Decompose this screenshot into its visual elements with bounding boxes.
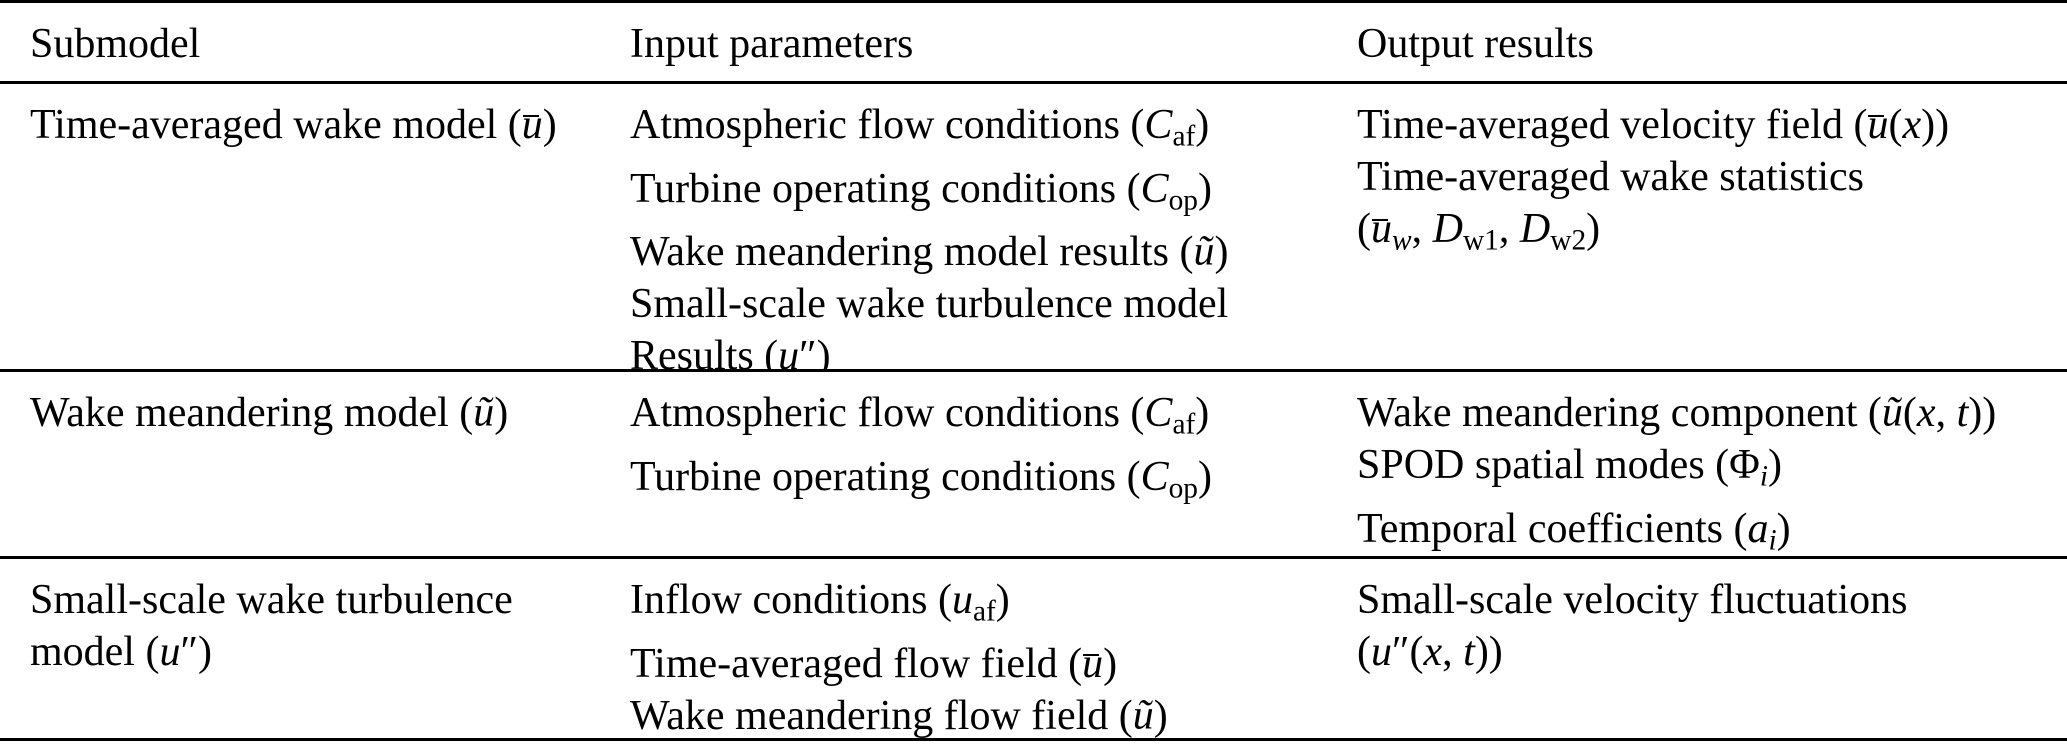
table-row-time-averaged-wake-model: Time-averaged wake model (u) Atmospheric…	[0, 84, 2067, 372]
column-header-submodel: Submodel	[30, 21, 201, 67]
table-header-row: Submodel Input parameters Output results	[0, 3, 2067, 84]
submodel-cell: Wake meandering model (ũ)	[30, 390, 509, 436]
output-results-cell: Small-scale velocity fluctuations(u″(x, …	[1357, 577, 1908, 675]
column-header-output-results: Output results	[1357, 21, 1594, 67]
input-parameters-cell: Atmospheric flow conditions (Caf)Turbine…	[630, 102, 1229, 369]
submodel-cell: Time-averaged wake model (u)	[30, 102, 557, 148]
column-header-input-parameters: Input parameters	[630, 21, 914, 67]
output-results-cell: Wake meandering component (ũ(x, t))SPOD …	[1357, 390, 1997, 556]
input-parameters-cell: Atmospheric flow conditions (Caf)Turbine…	[630, 390, 1212, 505]
table-row-wake-meandering-model: Wake meandering model (ũ) Atmospheric fl…	[0, 372, 2067, 559]
input-parameters-cell: Inflow conditions (uaf)Time-averaged flo…	[630, 577, 1168, 738]
output-results-cell: Time-averaged velocity field (u(x))Time-…	[1357, 102, 1950, 257]
